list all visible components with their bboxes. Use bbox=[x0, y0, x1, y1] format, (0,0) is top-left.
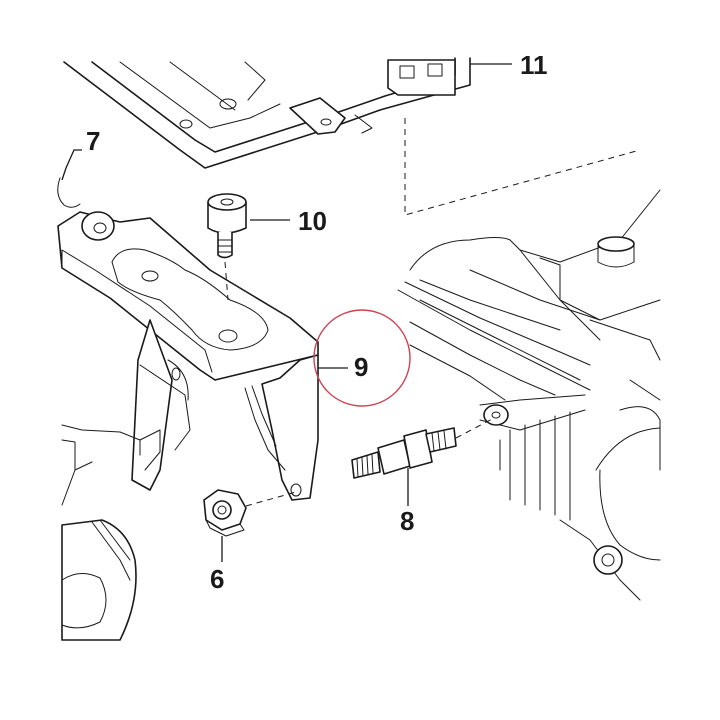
part-7-callout: 7 bbox=[57, 126, 100, 208]
left-lower-components bbox=[61, 424, 141, 641]
callout-11: 11 bbox=[520, 50, 548, 80]
hex-nut-part-6: 6 bbox=[203, 489, 297, 594]
callout-6: 6 bbox=[210, 564, 224, 594]
highlight-circle bbox=[313, 309, 411, 407]
engine-mount-bracket-part-9 bbox=[57, 211, 319, 501]
callout-7: 7 bbox=[86, 126, 100, 156]
engine-housing bbox=[397, 189, 661, 601]
top-tray-part-11: 11 bbox=[63, 50, 641, 216]
rubber-buffer-part-10: 10 bbox=[207, 193, 327, 301]
stud-bolt-part-8: 8 bbox=[351, 417, 495, 536]
callout-9: 9 bbox=[354, 352, 368, 382]
callout-8: 8 bbox=[400, 506, 414, 536]
callout-10: 10 bbox=[298, 206, 327, 236]
